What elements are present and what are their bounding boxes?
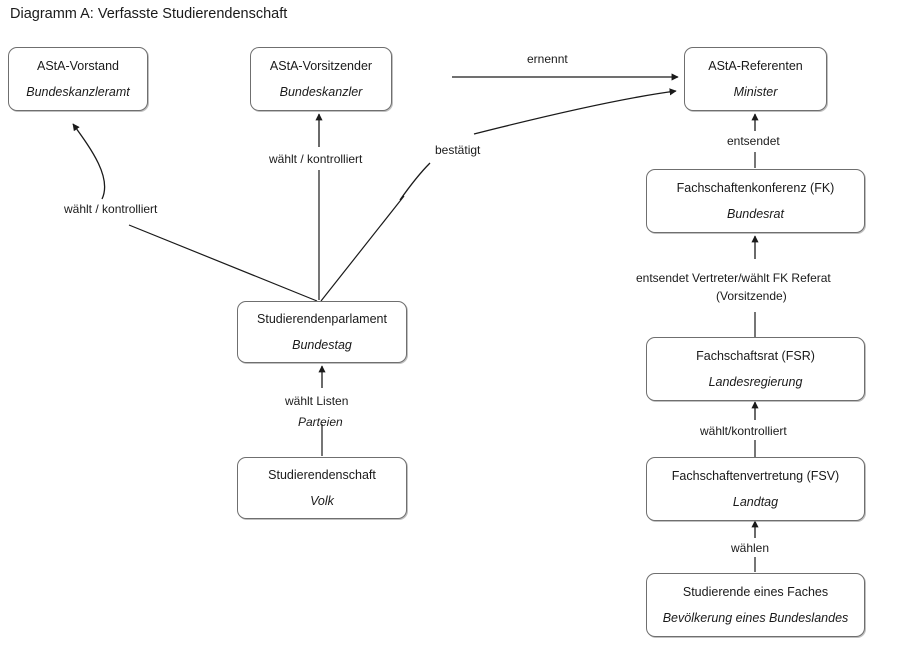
node-subtitle: Bundesrat bbox=[727, 206, 784, 221]
node-title: Studierendenschaft bbox=[268, 467, 376, 482]
edge-label-bestaetigt: bestätigt bbox=[435, 143, 481, 157]
edge-label-waehlen: wählen bbox=[731, 541, 770, 555]
node-studierende-eines-faches[interactable]: Studierende eines Faches Bevölkerung ein… bbox=[646, 573, 865, 637]
node-title: Fachschaftsrat (FSR) bbox=[696, 348, 815, 363]
edge-label-waehlt-listen: wählt Listen bbox=[285, 394, 349, 408]
edge-label-entsendet: entsendet bbox=[727, 134, 780, 148]
node-fachschaftsrat[interactable]: Fachschaftsrat (FSR) Landesregierung bbox=[646, 337, 865, 401]
node-studierendenparlament[interactable]: Studierendenparlament Bundestag bbox=[237, 301, 407, 363]
edge-label-entsendet-vertreter-line2: (Vorsitzende) bbox=[716, 289, 787, 303]
node-subtitle: Landesregierung bbox=[708, 374, 803, 389]
node-studierendenschaft[interactable]: Studierendenschaft Volk bbox=[237, 457, 407, 519]
edge-label-waehlt-kontrolliert-right: wählt/kontrolliert bbox=[700, 424, 787, 438]
node-subtitle: Volk bbox=[310, 493, 334, 508]
edge-sp-to-bestaetigt bbox=[320, 195, 405, 302]
node-subtitle: Bundestag bbox=[292, 337, 352, 352]
node-title: AStA-Vorstand bbox=[37, 58, 119, 73]
node-asta-vorsitzender[interactable]: AStA-Vorsitzender Bundeskanzler bbox=[250, 47, 392, 111]
page-title: Diagramm A: Verfasste Studierendenschaft bbox=[10, 6, 288, 22]
node-title: AStA-Referenten bbox=[708, 58, 803, 73]
edge-bestaetigt-lower bbox=[399, 162, 431, 201]
node-title: Fachschaftenvertretung (FSV) bbox=[671, 468, 840, 483]
node-title: Studierendenparlament bbox=[257, 311, 387, 326]
edge-waehlt-kontrolliert-left bbox=[72, 123, 106, 200]
node-title: Studierende eines Faches bbox=[682, 584, 829, 599]
node-subtitle: Bundeskanzler bbox=[279, 84, 363, 99]
edge-label-waehlt-kontrolliert-left: wählt / kontrolliert bbox=[64, 202, 158, 216]
node-title: AStA-Vorsitzender bbox=[269, 58, 373, 73]
edge-label-entsendet-vertreter-line1: entsendet Vertreter/wählt FK Referat bbox=[636, 271, 831, 285]
node-subtitle: Minister bbox=[733, 84, 778, 99]
edge-label-waehlt-kontrolliert-mid: wählt / kontrolliert bbox=[269, 152, 363, 166]
node-subtitle: Bevölkerung eines Bundeslandes bbox=[662, 610, 849, 625]
edge-bestaetigt-upper bbox=[473, 88, 677, 135]
edge-label-parteien: Parteien bbox=[298, 415, 343, 429]
node-fachschaftenkonferenz[interactable]: Fachschaftenkonferenz (FK) Bundesrat bbox=[646, 169, 865, 233]
node-asta-vorstand[interactable]: AStA-Vorstand Bundeskanzleramt bbox=[8, 47, 148, 111]
edge-sp-to-vorstand bbox=[128, 224, 318, 302]
node-subtitle: Landtag bbox=[732, 494, 779, 509]
node-subtitle: Bundeskanzleramt bbox=[26, 84, 130, 99]
node-fachschaftenvertretung[interactable]: Fachschaftenvertretung (FSV) Landtag bbox=[646, 457, 865, 521]
node-asta-referenten[interactable]: AStA-Referenten Minister bbox=[684, 47, 827, 111]
node-title: Fachschaftenkonferenz (FK) bbox=[676, 180, 835, 195]
edge-label-ernennt: ernennt bbox=[527, 52, 568, 66]
